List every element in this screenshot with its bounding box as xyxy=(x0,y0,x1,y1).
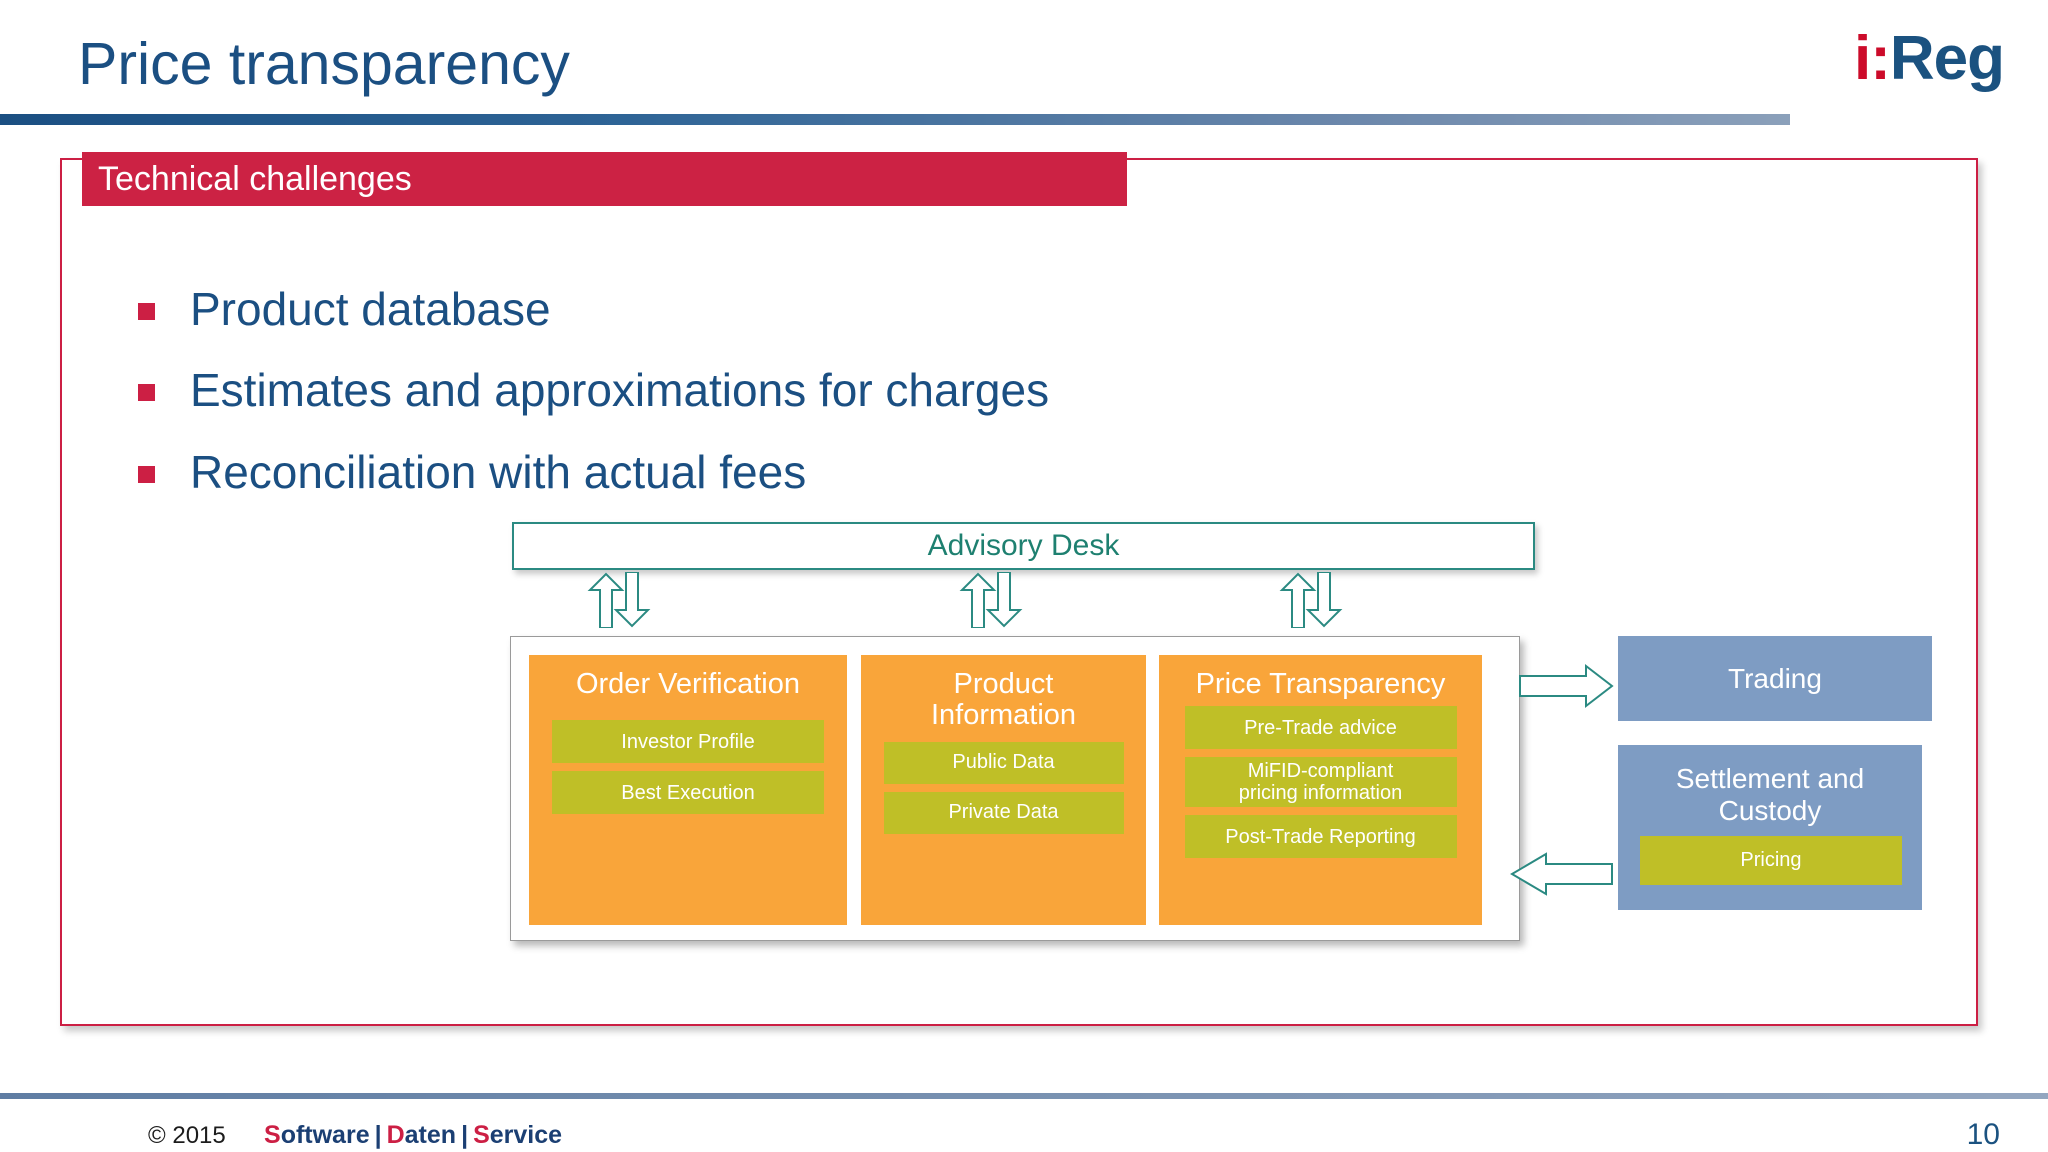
process-subitem: Best Execution xyxy=(552,771,824,815)
title-divider xyxy=(0,114,1790,125)
process-column-title: Product Information xyxy=(930,668,1077,732)
bidirectional-arrow-pair-price xyxy=(1278,572,1344,628)
list-item: Estimates and approximations for charges xyxy=(138,363,1049,417)
process-subitem: Investor Profile xyxy=(552,720,824,764)
brand-logo: i:Reg xyxy=(1854,28,2005,90)
tagline-separator: | xyxy=(374,1121,382,1149)
page-title: Price transparency xyxy=(78,31,570,97)
tagline-word2-rest: aten xyxy=(404,1121,457,1149)
section-header-band: Technical challenges xyxy=(82,152,1127,206)
bullet-text: Product database xyxy=(190,283,551,335)
tagline-separator: | xyxy=(461,1121,469,1149)
process-subitem-list: Pre-Trade advice MiFID-compliant pricing… xyxy=(1159,706,1482,859)
process-subitem: Pre-Trade advice xyxy=(1184,706,1457,750)
tagline-word3-rest: ervice xyxy=(489,1121,563,1149)
side-box-label: Trading xyxy=(1728,663,1822,694)
side-box-subitem-pricing: Pricing xyxy=(1640,836,1902,885)
advisory-desk-label: Advisory Desk xyxy=(927,529,1120,562)
process-panel: Order Verification Investor Profile Best… xyxy=(510,636,1520,941)
logo-name-text: Reg xyxy=(1889,24,2005,93)
process-subitem: Public Data xyxy=(883,741,1124,784)
square-bullet-icon xyxy=(138,303,155,320)
process-subitem-list: Public Data Private Data xyxy=(861,741,1146,834)
tagline-word1-cap: S xyxy=(264,1121,281,1149)
process-column-order-verification: Order Verification Investor Profile Best… xyxy=(529,655,847,925)
advisory-desk-box: Advisory Desk xyxy=(512,522,1535,570)
process-column-title: Price Transparency xyxy=(1195,668,1446,700)
process-column-title: Order Verification xyxy=(575,668,801,700)
bullet-text: Estimates and approximations for charges xyxy=(190,364,1050,417)
arrow-left-from-settlement-icon xyxy=(1508,850,1614,903)
side-box-label: Settlement and Custody xyxy=(1675,763,1865,827)
arrow-right-to-trading-icon xyxy=(1518,662,1614,715)
process-subitem: Private Data xyxy=(883,791,1124,834)
side-box-trading: Trading xyxy=(1618,636,1932,721)
bidirectional-arrow-pair-product xyxy=(958,572,1024,628)
process-column-price-transparency: Price Transparency Pre-Trade advice MiFI… xyxy=(1159,655,1482,925)
square-bullet-icon xyxy=(138,465,155,483)
list-item: Product database xyxy=(138,282,1049,336)
list-item: Reconciliation with actual fees xyxy=(138,445,1049,499)
footer-copyright: © 2015 xyxy=(148,1122,226,1149)
bidirectional-arrow-pair-order xyxy=(586,572,652,628)
tagline-word1-rest: oftware xyxy=(280,1121,370,1149)
tagline-word3-cap: S xyxy=(473,1121,490,1149)
section-header-label: Technical challenges xyxy=(98,159,412,198)
square-bullet-icon xyxy=(138,384,155,402)
footer-divider xyxy=(0,1093,2048,1099)
process-subitem: MiFID-compliant pricing information xyxy=(1184,757,1457,808)
process-column-product-information: Product Information Public Data Private … xyxy=(861,655,1146,925)
footer-tagline: Software|Daten|Service xyxy=(264,1121,562,1150)
bullet-list: Product database Estimates and approxima… xyxy=(138,282,1049,526)
process-subitem-list: Investor Profile Best Execution xyxy=(529,720,847,815)
logo-prefix-text: i: xyxy=(1853,24,1891,93)
page-number: 10 xyxy=(1966,1118,2000,1151)
side-box-settlement-and-custody: Settlement and Custody Pricing xyxy=(1618,745,1922,910)
tagline-word2-cap: D xyxy=(386,1121,405,1149)
process-subitem: Post-Trade Reporting xyxy=(1184,815,1457,859)
bullet-text: Reconciliation with actual fees xyxy=(190,445,807,498)
